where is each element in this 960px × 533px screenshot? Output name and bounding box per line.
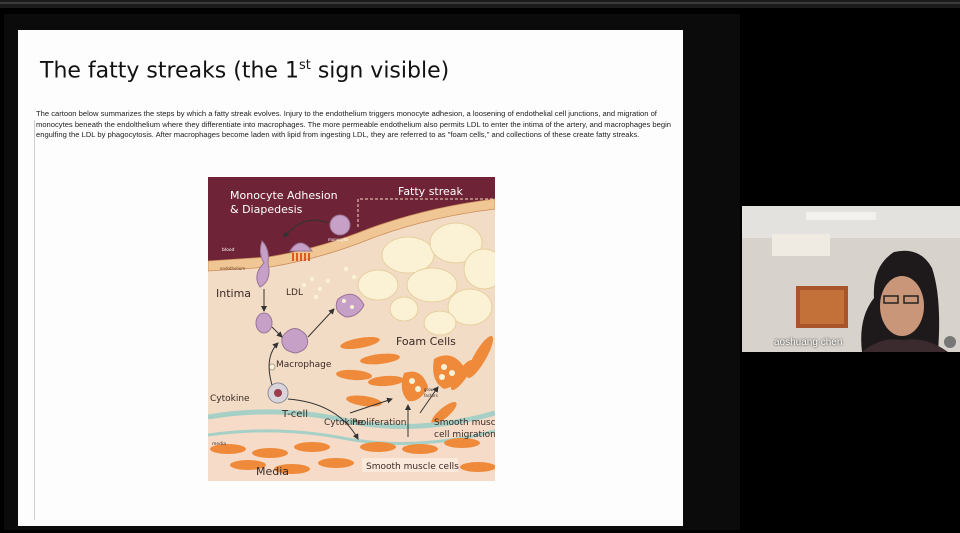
label-endothelium: endothelium — [220, 266, 245, 271]
participant-video-feed — [742, 206, 960, 352]
slide-title-superscript: st — [299, 58, 311, 73]
label-growth-2: factors — [424, 393, 438, 398]
label-proliferation: Proliferation — [352, 418, 406, 428]
label-smc-migration-2: cell migration — [434, 430, 495, 440]
macrophage-cell — [282, 328, 308, 353]
top-window-strip — [0, 0, 960, 8]
slide-title: The fatty streaks (the 1st sign visible) — [40, 58, 449, 83]
label-smooth-muscle-cells: Smooth muscle cells — [366, 462, 459, 472]
label-foam-cells: Foam Cells — [396, 335, 456, 348]
intima-monocyte — [256, 313, 272, 333]
person-face — [880, 276, 924, 336]
label-growth-1: growth — [424, 387, 438, 392]
participant-options-icon[interactable] — [944, 336, 956, 348]
label-t-cell: T-cell — [281, 409, 308, 420]
label-intima: Intima — [216, 287, 251, 300]
label-cytokine-left: Cytokine — [210, 394, 250, 404]
label-macrophage: Macrophage — [276, 360, 332, 370]
label-fatty-streak: Fatty streak — [398, 185, 464, 198]
label-smc-migration-1: Smooth muscle — [434, 418, 495, 428]
fatty-streak-figure: Monocyte Adhesion & Diapedesis Fatty str… — [208, 177, 495, 481]
label-monocyte: monocyte — [328, 237, 348, 242]
label-ldl: LDL — [286, 288, 303, 298]
slide-title-suffix: sign visible) — [311, 58, 449, 83]
presentation-slide: The fatty streaks (the 1st sign visible)… — [18, 30, 683, 526]
cytokine-dot — [269, 364, 275, 370]
label-media-small: media — [212, 441, 226, 447]
fatty-streak-diagram: Monocyte Adhesion & Diapedesis Fatty str… — [208, 177, 495, 481]
participant-name: aoshuang chen — [774, 337, 842, 348]
label-media: Media — [256, 465, 289, 478]
top-strip-line — [0, 2, 960, 4]
slide-margin-rule — [34, 120, 35, 520]
label-monocyte-adhesion-2: & Diapedesis — [230, 203, 303, 216]
slide-title-prefix: The fatty streaks (the 1 — [40, 58, 299, 83]
label-monocyte-adhesion-1: Monocyte Adhesion — [230, 189, 338, 202]
slide-body-text: The cartoon below summarizes the steps b… — [36, 109, 676, 141]
monocyte-cell — [330, 215, 350, 235]
participant-video-tile[interactable]: aoshuang chen — [742, 206, 960, 352]
t-cell-nucleus — [274, 389, 282, 397]
label-blood: blood — [222, 247, 235, 253]
